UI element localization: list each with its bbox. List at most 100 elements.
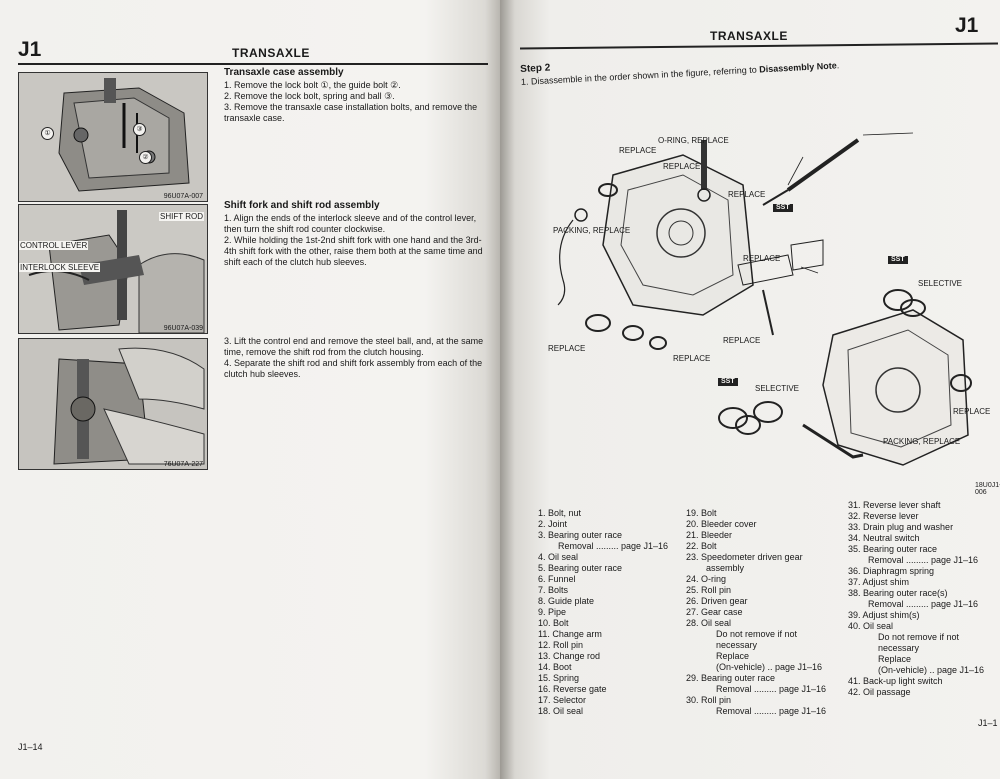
parts-item: 22. Bolt	[686, 541, 717, 551]
parts-item: 13. Change rod	[538, 651, 601, 661]
step: 3. Remove the transaxle case installatio…	[224, 102, 478, 123]
parts-item: 26. Driven gear	[686, 596, 748, 606]
sst-badge: SST	[773, 203, 793, 212]
parts-item: 23. Speedometer driven gear	[686, 552, 803, 562]
parts-item: 7. Bolts	[538, 585, 569, 595]
parts-item: Removal ......... page J1–16	[868, 555, 979, 565]
parts-item: Removal ......... page J1–16	[716, 684, 827, 694]
parts-item: 6. Funnel	[538, 574, 576, 584]
parts-item: 16. Reverse gate	[538, 684, 607, 694]
parts-item: 24. O-ring	[686, 574, 727, 584]
exploded-view-diagram: O-RING, REPLACE REPLACE REPLACE REPLACE …	[533, 105, 998, 500]
parts-item: 17. Selector	[538, 695, 587, 705]
parts-item: 4. Oil seal	[538, 552, 579, 562]
parts-item: Replace	[878, 654, 912, 664]
parts-item: 37. Adjust shim	[848, 577, 910, 587]
label-replace: REPLACE	[663, 162, 701, 171]
parts-item: 34. Neutral switch	[848, 533, 920, 543]
parts-item: 18. Oil seal	[538, 706, 584, 716]
left-page: J1 TRANSAXLE ① ③ ② 96U07A-007	[0, 0, 500, 779]
parts-item: Removal ......... page J1–16	[558, 541, 669, 551]
parts-item: (On-vehicle) .. page J1–16	[716, 662, 823, 672]
figure-caption: 18U0J1-006	[975, 482, 1000, 496]
parts-item: 5. Bearing outer race	[538, 563, 623, 573]
label-replace: REPLACE	[548, 344, 586, 353]
section-shift-fork: Shift fork and shift rod assembly 1. Ali…	[224, 200, 486, 268]
label-selective: SELECTIVE	[755, 384, 800, 393]
parts-item: 19. Bolt	[686, 508, 717, 518]
step: 2. Remove the lock bolt, spring and ball…	[224, 91, 395, 101]
step: 3. Lift the control end and remove the s…	[224, 336, 484, 357]
figure-shift-fork: SHIFT ROD CONTROL LEVER INTERLOCK SLEEVE…	[18, 204, 208, 334]
shift-rod-removal-illustration	[19, 339, 207, 469]
parts-item: 35. Bearing outer race	[848, 544, 938, 554]
step: 1. Align the ends of the interlock sleev…	[224, 213, 477, 234]
step-text-bold: Disassembly Note	[758, 60, 837, 75]
figure-shift-rod-removal: 76U07A-227	[18, 338, 208, 470]
page-number: J1–14	[18, 742, 43, 752]
callout-interlock-sleeve: INTERLOCK SLEEVE	[19, 263, 101, 272]
case-assembly-illustration	[19, 73, 207, 201]
section-code: J1	[18, 38, 42, 61]
parts-item: (On-vehicle) .. page J1–16	[878, 665, 985, 675]
parts-item: 8. Guide plate	[538, 596, 595, 606]
page-header-title: TRANSAXLE	[232, 46, 310, 60]
parts-item: 32. Reverse lever	[848, 511, 919, 521]
parts-item: 21. Bleeder	[686, 530, 733, 540]
figure-caption: 76U07A-227	[163, 461, 203, 468]
parts-item: 33. Drain plug and washer	[848, 522, 954, 532]
step: 2. While holding the 1st-2nd shift fork …	[224, 235, 483, 267]
parts-list-col-2: 19. Bolt 20. Bleeder cover 21. Bleeder 2…	[686, 508, 826, 717]
parts-item: 39. Adjust shim(s)	[848, 610, 920, 620]
label-o-ring-replace: O-RING, REPLACE	[658, 136, 729, 145]
parts-item: 36. Diaphragm spring	[848, 566, 935, 576]
parts-item: 9. Pipe	[538, 607, 567, 617]
parts-item: 41. Back-up light switch	[848, 676, 943, 686]
label-replace: REPLACE	[728, 190, 766, 199]
callout-2: ②	[139, 151, 152, 164]
parts-item: Removal ......... page J1–16	[868, 599, 979, 609]
parts-item: 15. Spring	[538, 673, 580, 683]
parts-item: necessary	[878, 643, 920, 653]
callout-3: ③	[133, 123, 146, 136]
parts-item: 40. Oil seal	[848, 621, 894, 631]
parts-item: Do not remove if not	[878, 632, 960, 642]
section-transaxle-case: Transaxle case assembly 1. Remove the lo…	[224, 67, 486, 124]
callout-1: ①	[41, 127, 54, 140]
parts-item: 42. Oil passage	[848, 687, 911, 697]
parts-list-col-3: 31. Reverse lever shaft 32. Reverse leve…	[848, 500, 984, 698]
parts-item: 12. Roll pin	[538, 640, 584, 650]
parts-item: 28. Oil seal	[686, 618, 732, 628]
parts-item: Replace	[716, 651, 750, 661]
section-title: Shift fork and shift rod assembly	[224, 200, 380, 211]
shift-fork-illustration	[19, 205, 207, 333]
callout-shift-rod: SHIFT ROD	[159, 212, 204, 221]
parts-item: 20. Bleeder cover	[686, 519, 757, 529]
sst-badge: SST	[718, 377, 738, 386]
figure-caption: 96U07A-007	[163, 193, 203, 200]
step: 1. Remove the lock bolt ①, the guide bol…	[224, 80, 401, 90]
parts-item: 29. Bearing outer race	[686, 673, 776, 683]
figure-case-assembly: ① ③ ② 96U07A-007	[18, 72, 208, 202]
parts-item: 38. Bearing outer race(s)	[848, 588, 948, 598]
parts-item: 27. Gear case	[686, 607, 743, 617]
parts-item: Removal ......... page J1–16	[716, 706, 827, 716]
parts-item: 1. Bolt, nut	[538, 508, 582, 518]
step: 4. Separate the shift rod and shift fork…	[224, 358, 483, 379]
step-text-suffix: .	[836, 60, 840, 71]
right-page: TRANSAXLE J1 Step 2 1. Disassemble in th…	[500, 0, 1000, 779]
exploded-view-drawing	[557, 132, 972, 466]
section-title: Transaxle case assembly	[224, 67, 344, 78]
label-replace: REPLACE	[953, 407, 991, 416]
header-rule	[18, 63, 488, 65]
parts-item: 3. Bearing outer race	[538, 530, 623, 540]
parts-item: 11. Change arm	[538, 629, 602, 639]
callout-control-lever: CONTROL LEVER	[19, 241, 89, 250]
parts-item: 2. Joint	[538, 519, 568, 529]
section-shift-rod-removal: 3. Lift the control end and remove the s…	[224, 336, 486, 380]
section-code: J1	[955, 14, 979, 37]
parts-item: necessary	[716, 640, 758, 650]
label-selective: SELECTIVE	[918, 279, 963, 288]
label-replace: REPLACE	[723, 336, 761, 345]
